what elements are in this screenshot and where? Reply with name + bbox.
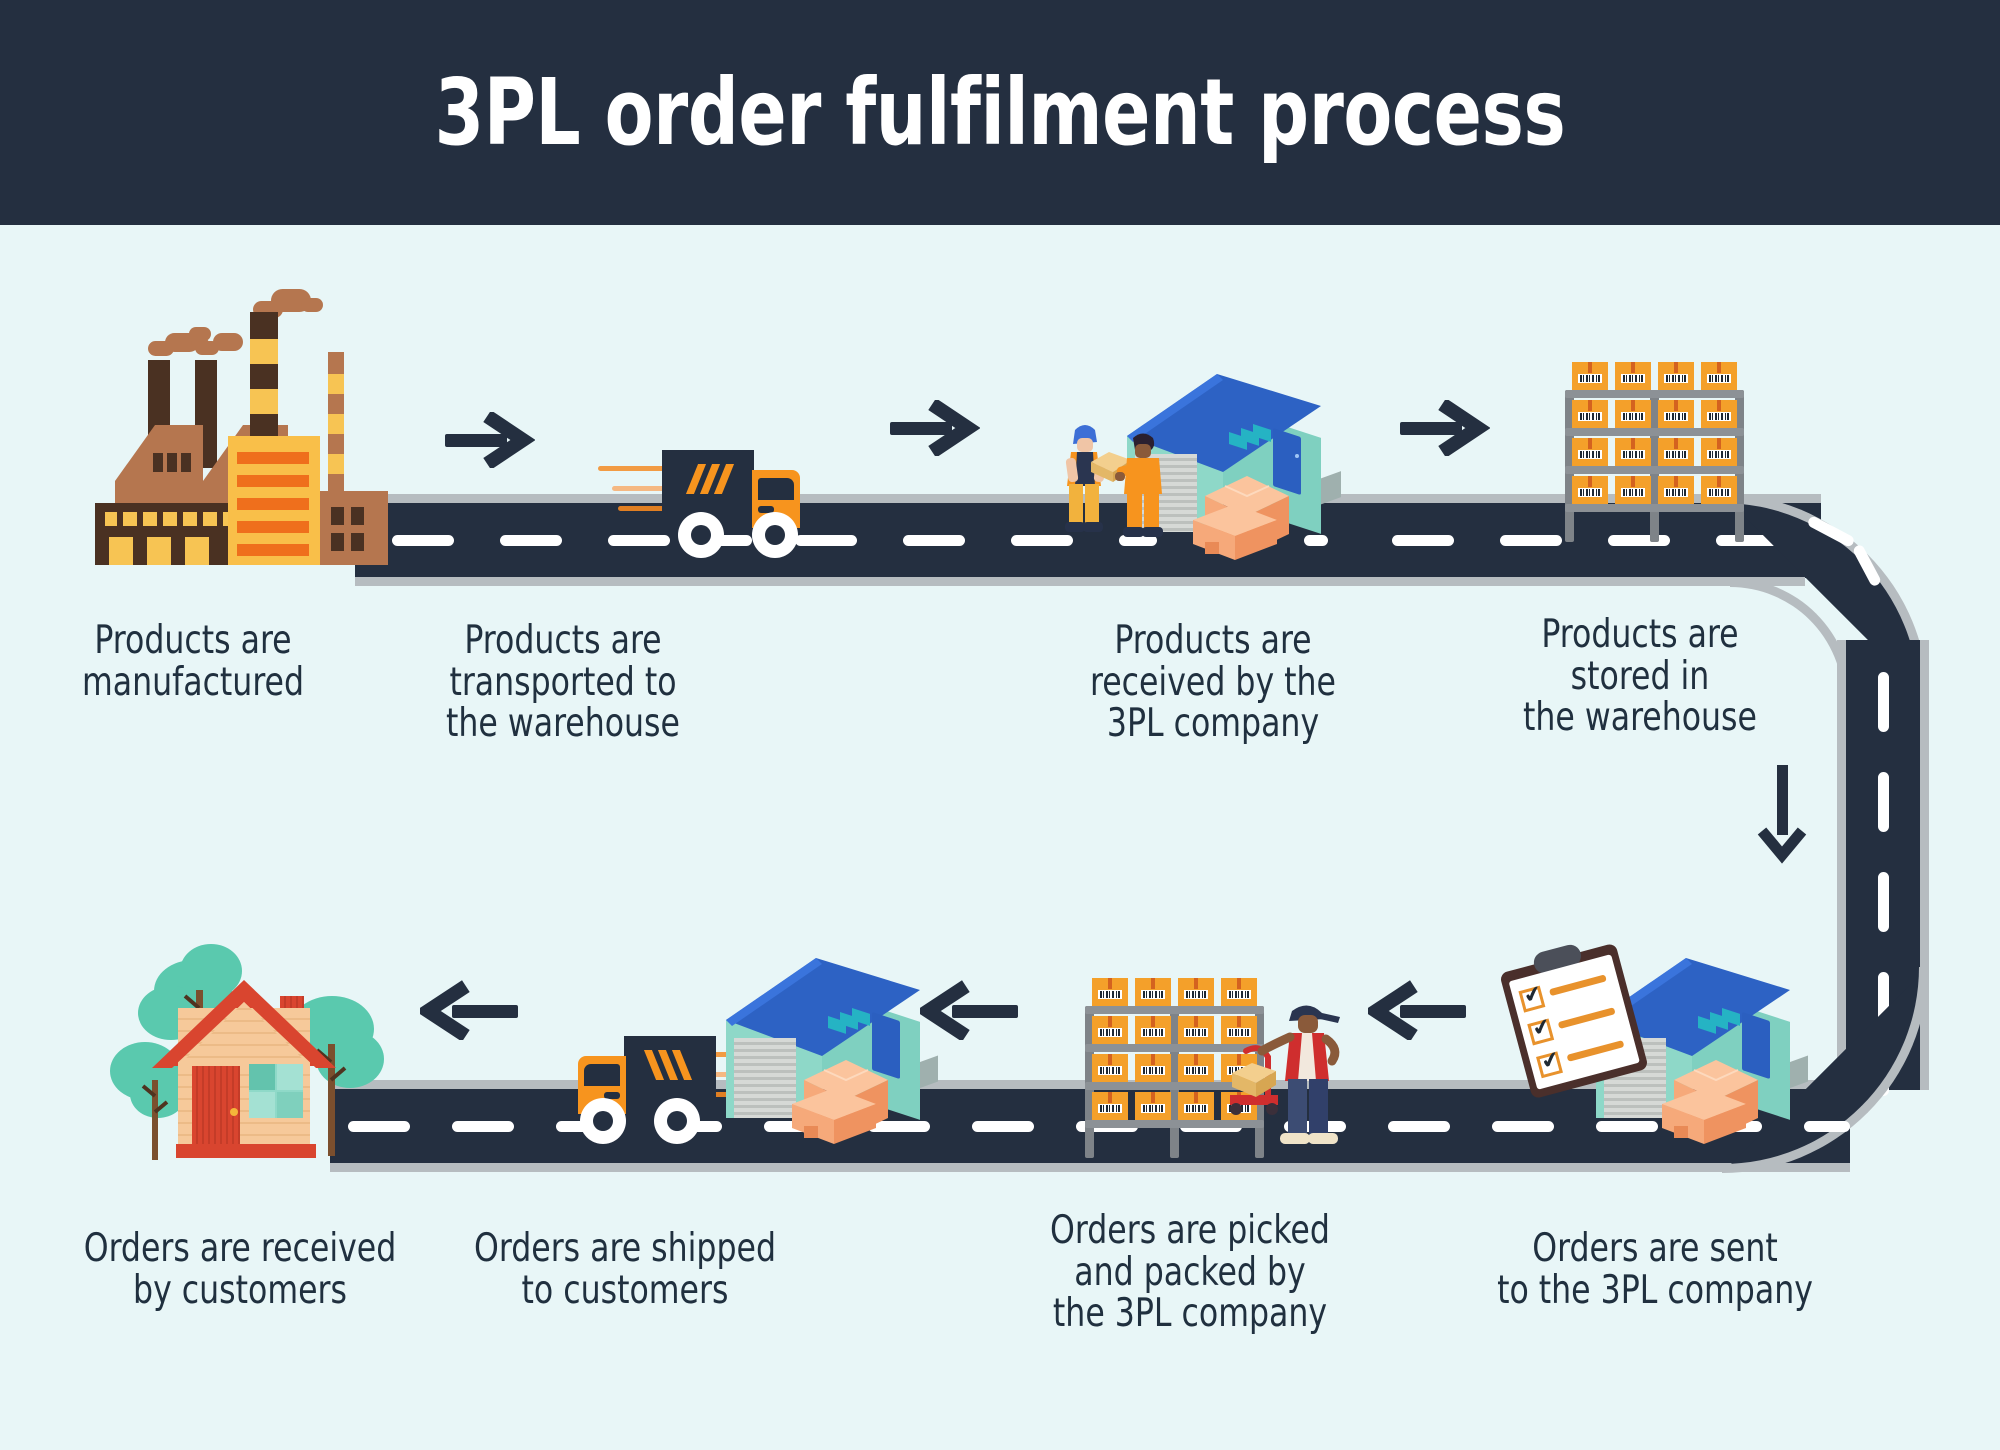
header-bar: 3PL order fulfilment process	[0, 0, 2000, 225]
picker-worker-icon	[1230, 995, 1370, 1160]
step-label-3: Products are received by the 3PL company	[1089, 618, 1336, 747]
customer-house-icon	[92, 938, 392, 1160]
arrow-left-icon	[420, 980, 520, 1040]
arrow-down-icon	[1752, 765, 1812, 865]
step-label-4: Products are stored in the warehouse	[1523, 612, 1757, 741]
storage-shelf-icon	[1565, 362, 1745, 542]
warehouse-shipping-icon	[660, 932, 960, 1144]
worker-figure	[1115, 428, 1171, 538]
step-label-8: Orders are received by customers	[83, 1226, 397, 1313]
arrow-right-icon	[1400, 400, 1490, 456]
arrow-right-icon	[890, 400, 980, 456]
step-label-2: Products are transported to the warehous…	[446, 618, 680, 747]
delivery-truck-icon	[598, 432, 830, 558]
step-label-6: Orders are picked and packed by the 3PL …	[1050, 1208, 1330, 1337]
step-label-7: Orders are shipped to customers	[473, 1226, 777, 1313]
warehouse-receiving-icon	[1045, 350, 1365, 560]
arrow-right-icon	[445, 412, 535, 468]
step-label-1: Products are manufactured	[81, 618, 305, 705]
factory-icon	[95, 275, 388, 565]
arrow-left-icon	[1368, 980, 1468, 1040]
order-checklist-icon: ✔ ✔ ✔	[1499, 930, 1820, 1145]
step-label-5: Orders are sent to the 3PL company	[1497, 1226, 1813, 1313]
arrow-left-icon	[920, 980, 1020, 1040]
page-title: 3PL order fulfilment process	[434, 59, 1566, 166]
